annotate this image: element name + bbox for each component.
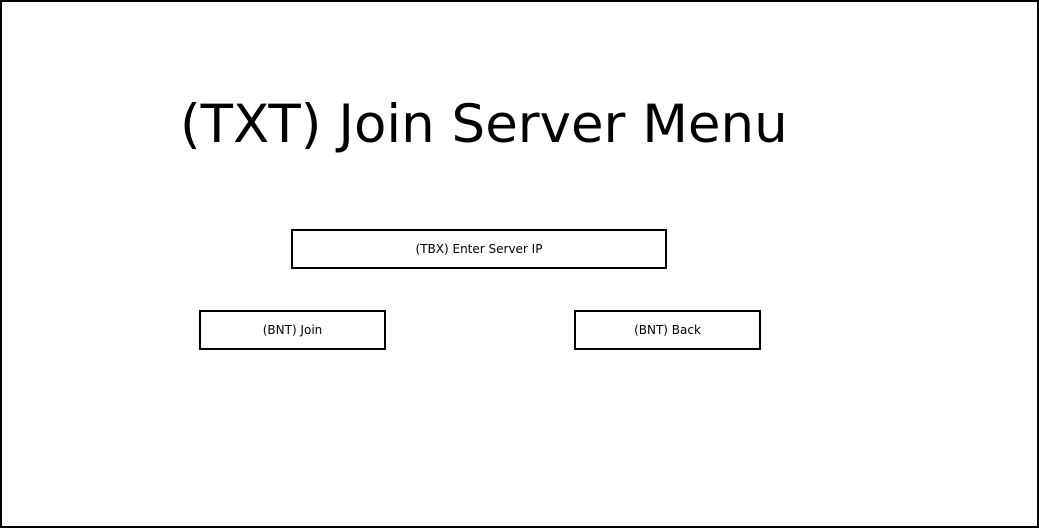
join-button[interactable]: (BNT) Join [199,310,386,350]
back-button[interactable]: (BNT) Back [574,310,761,350]
server-ip-input[interactable]: (TBX) Enter Server IP [291,229,667,269]
page-title: (TXT) Join Server Menu [180,94,788,155]
